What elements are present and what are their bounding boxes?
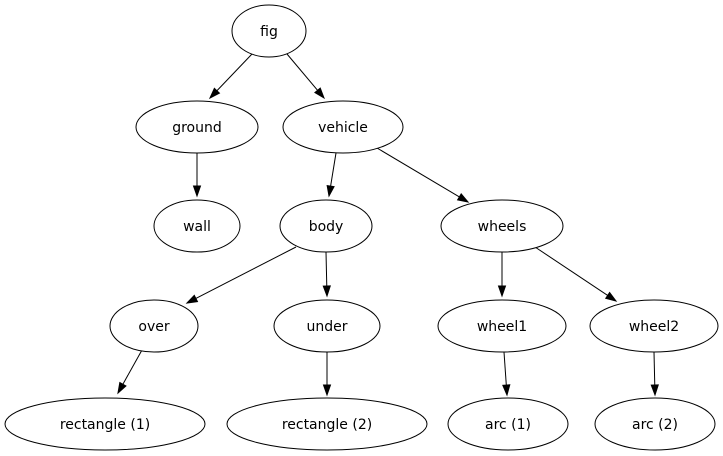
graph-edge-vehicle-to-body [326,152,337,198]
edge-line [653,351,656,386]
node-ellipse-wall[interactable] [153,199,241,253]
node-ellipse-body[interactable] [279,199,373,253]
edge-line [195,246,297,299]
graph-edge-wheels-to-wheel2 [534,246,618,302]
edge-arrowhead-icon [314,87,325,100]
edge-arrowhead-icon [208,87,221,100]
graph-node-rectangle1[interactable]: rectangle (1) [4,397,206,451]
graph-node-body[interactable]: body [279,199,373,253]
graph-edge-vehicle-to-wheels [376,147,470,203]
graph-edge-ground-to-wall [192,153,202,198]
graph-edge-fig-to-ground [208,53,253,100]
graph-node-wall[interactable]: wall [153,199,241,253]
node-ellipse-wheel1[interactable] [437,299,567,353]
graph-node-wheel1[interactable]: wheel1 [437,299,567,353]
edge-arrowhead-icon [326,184,335,198]
edge-line [534,246,608,296]
graph-edge-wheels-to-wheel1 [497,252,507,298]
graph-edge-body-to-over [185,246,297,304]
graph-edge-under-to-rectangle2 [322,352,332,397]
nodes-layer: fig ground vehicle wall body wheels over under w… [4,4,719,451]
node-ellipse-arc2[interactable] [594,397,716,451]
edge-arrowhead-icon [117,381,127,395]
node-ellipse-rectangle2[interactable] [226,397,428,451]
graph-node-ground[interactable]: ground [135,100,259,154]
graph-edge-wheel1-to-arc1 [502,351,511,397]
graph-node-vehicle[interactable]: vehicle [282,100,404,154]
edges-layer [117,53,659,397]
edge-arrowhead-icon [502,384,511,397]
edge-arrowhead-icon [322,384,332,397]
edge-line [122,349,143,385]
node-ellipse-over[interactable] [109,299,199,353]
edge-arrowhead-icon [192,185,202,198]
graph-node-arc1[interactable]: arc (1) [447,397,569,451]
edge-arrowhead-icon [497,285,507,298]
node-ellipse-vehicle[interactable] [282,100,404,154]
node-ellipse-wheels[interactable] [440,199,564,253]
edge-arrowhead-icon [322,285,331,298]
graph-node-fig[interactable]: fig [231,4,307,58]
edge-line [503,351,507,386]
graph-node-arc2[interactable]: arc (2) [594,397,716,451]
graph-node-over[interactable]: over [109,299,199,353]
node-ellipse-ground[interactable] [135,100,259,154]
node-ellipse-rectangle1[interactable] [4,397,206,451]
edge-arrowhead-icon [456,193,470,203]
edge-line [376,147,460,198]
edge-arrowhead-icon [185,294,199,304]
graph-node-rectangle2[interactable]: rectangle (2) [226,397,428,451]
graph-node-wheel2[interactable]: wheel2 [589,299,719,353]
graph-edge-fig-to-vehicle [286,53,325,100]
graph-edge-over-to-rectangle1 [117,349,143,395]
edge-line [216,53,253,92]
edge-line [286,53,318,91]
node-ellipse-fig[interactable] [231,4,307,58]
edge-line [330,152,337,187]
graph-edge-wheel2-to-arc2 [650,351,659,397]
node-ellipse-arc1[interactable] [447,397,569,451]
graph-edge-body-to-under [322,251,331,298]
graph-node-under[interactable]: under [273,299,381,353]
edge-line [325,251,328,287]
edge-arrowhead-icon [650,384,659,397]
node-ellipse-wheel2[interactable] [589,299,719,353]
graph-node-wheels[interactable]: wheels [440,199,564,253]
node-ellipse-under[interactable] [273,299,381,353]
edge-arrowhead-icon [604,291,618,302]
